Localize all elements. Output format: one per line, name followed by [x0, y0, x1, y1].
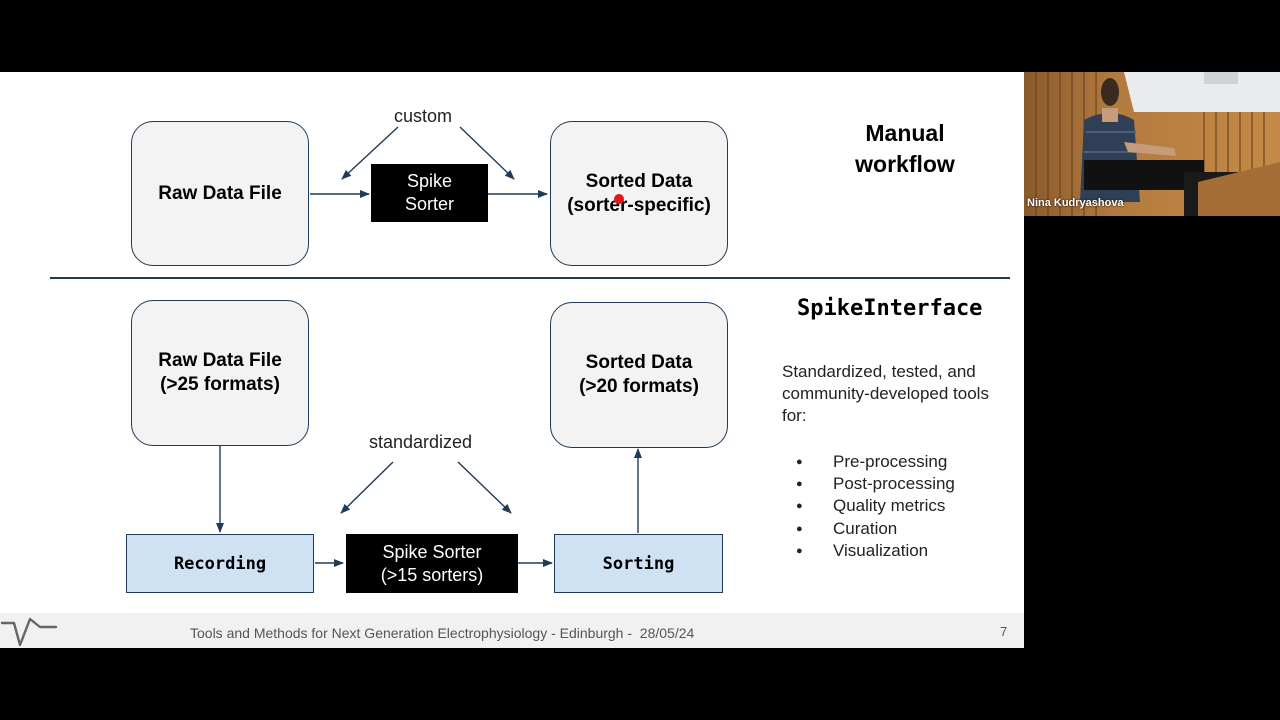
standardized-label: standardized [369, 432, 473, 452]
raw-data-file-box: Raw Data File [131, 121, 309, 266]
arrow-standardized-right [457, 461, 512, 514]
list-item: Curation [794, 518, 955, 540]
sorted-data-line1: Sorted Data [585, 170, 693, 192]
spike-sorter-line2: Sorter [404, 194, 455, 214]
recording-box: Recording [126, 534, 314, 593]
webcam-video-frame [1024, 72, 1280, 216]
list-item: Quality metrics [794, 495, 955, 517]
spikeinterface-description: Standardized, tested, and community-deve… [782, 362, 989, 425]
spikeinterface-title: SpikeInterface [797, 296, 983, 321]
manual-workflow-title: Manual workflow [855, 120, 955, 177]
list-item: Pre-processing [794, 451, 955, 473]
arrow-standardized-left [340, 461, 394, 514]
page-number: 7 [1000, 624, 1008, 639]
spike-sorter-box: Spike Sorter [371, 164, 488, 222]
laser-pointer-dot [614, 194, 624, 204]
spike-sorter-sorters-box: Spike Sorter (>15 sorters) [346, 534, 518, 593]
footer-text: Tools and Methods for Next Generation El… [190, 625, 695, 641]
slide: Raw Data File Spike Sorter Sorted Data (… [0, 72, 1024, 648]
sorted-data-line2: (sorter-specific) [567, 194, 711, 216]
raw-data-file-formats-box: Raw Data File (>25 formats) [131, 300, 309, 446]
arrow-custom-left [341, 126, 399, 180]
arrow-custom-right [459, 126, 515, 180]
sorted-data-formats-box: Sorted Data (>20 formats) [550, 302, 728, 448]
list-item: Visualization [794, 540, 955, 562]
webcam-video-tile[interactable]: Nina Kudryashova [1024, 72, 1280, 216]
section-divider [50, 277, 1010, 279]
slide-footer: Tools and Methods for Next Generation El… [0, 613, 1024, 648]
sorted-data-box: Sorted Data (sorter-specific) [550, 121, 728, 266]
spike-waveform-logo-icon [0, 617, 58, 647]
connector-arrows [216, 126, 642, 567]
participant-name: Nina Kudryashova [1027, 197, 1124, 209]
list-item: Post-processing [794, 473, 955, 495]
custom-label: custom [394, 106, 453, 126]
tools-list: Pre-processing Post-processing Quality m… [794, 451, 955, 562]
spike-sorter-line1: Spike [406, 171, 453, 191]
sorting-box: Sorting [554, 534, 723, 593]
